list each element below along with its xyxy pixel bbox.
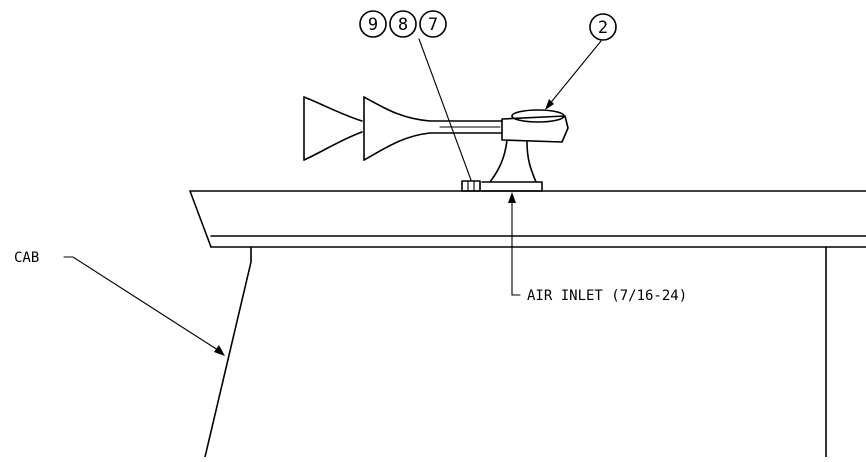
air-inlet-label: AIR INLET (7/16-24) bbox=[527, 288, 687, 304]
callout-2: 2 bbox=[589, 13, 617, 41]
cab-body bbox=[204, 246, 827, 458]
callout-9: 9 bbox=[359, 10, 387, 38]
cab-roof bbox=[189, 190, 866, 248]
callout-7: 7 bbox=[419, 10, 447, 38]
callout-8-number: 8 bbox=[398, 15, 408, 35]
callout-2-number: 2 bbox=[598, 18, 608, 38]
air-horn bbox=[303, 96, 569, 192]
callout-8: 8 bbox=[389, 10, 417, 38]
leader-cab bbox=[63, 256, 225, 356]
leader-987 bbox=[418, 38, 472, 181]
cab-label: CAB bbox=[14, 250, 39, 266]
callout-7-number: 7 bbox=[428, 15, 438, 35]
leader-2 bbox=[545, 40, 602, 110]
callout-9-number: 9 bbox=[368, 15, 378, 35]
leader-air-inlet bbox=[508, 192, 521, 296]
